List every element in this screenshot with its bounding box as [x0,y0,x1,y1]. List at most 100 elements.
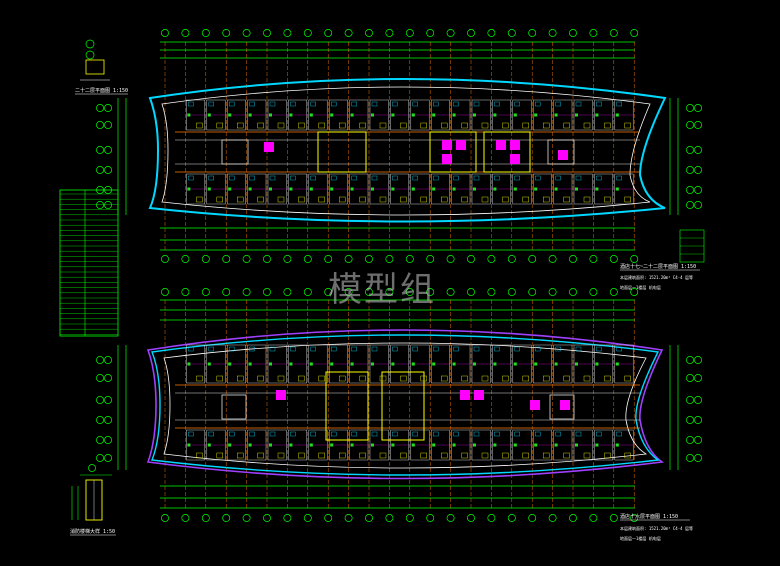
upper-bottom-axis-bubble [528,255,537,263]
upper-bottom-axis-bubble [365,255,373,263]
lower-bottom-axis-bubble [548,514,557,522]
upper-axis-bubbles-top [161,29,639,37]
lower-top-axis-bubble [405,288,414,296]
upper-top-axis-bubble [181,29,190,37]
upper-top-axis-bubble [446,29,455,37]
lower-bottom-axis-bubble [426,514,435,522]
upper-bottom-axis-bubble [161,255,169,263]
upper-side-bubble [694,186,702,194]
upper-top-axis-bubble [467,29,475,37]
upper-bottom-axis-bubble [507,255,516,263]
lower-top-axis-bubble [426,288,435,296]
lower-side-bubble [96,396,104,404]
upper-side-bubble [96,166,104,174]
lower-top-axis-bubble [283,288,292,296]
stair-detail: 消防楼梯大样 1:50 [70,464,116,536]
lower-bottom-axis-bubble [569,514,577,522]
lower-core-blocks [221,371,575,441]
lower-bottom-axis-bubble [324,514,333,522]
upper-side-bubble [96,201,104,209]
upper-side-bubble [686,166,694,174]
lower-side-bubble [104,396,112,404]
lower-bottom-axis-bubble [344,514,353,522]
upper-top-axis-bubble [303,29,312,37]
upper-side-bubble [104,121,112,129]
upper-bottom-axis-bubble [548,255,557,263]
lower-bottom-axis-bubble [283,514,292,522]
lower-area-note: 本层建筑面积: 1521.20m² C4-4 层等 [620,525,693,531]
lower-side-bubble [686,416,694,424]
upper-bottom-axis-bubble [222,255,231,263]
lower-side-bubble [694,416,702,424]
upper-bottom-axis-bubble [630,255,639,263]
lower-side-bubble [694,454,702,462]
lower-bottom-axis-bubble [242,514,251,522]
upper-bottom-axis-bubble [385,255,394,263]
lower-side-bubble [686,356,694,364]
lower-bottom-axis-bubble [385,514,394,522]
upper-bottom-axis-bubble [263,255,271,263]
upper-bottom-axis-bubble [467,255,475,263]
lower-top-axis-bubble [507,288,516,296]
upper-top-axis-bubble [344,29,353,37]
lower-bottom-axis-bubble [263,514,271,522]
upper-top-axis-bubble [426,29,435,37]
upper-right-title: 酒店十七~二十二层平面图 1:150 [620,263,696,270]
lower-side-bubble [104,356,112,364]
lower-building-outline [151,334,660,476]
lower-side-bubble [694,374,702,382]
upper-top-axis-bubble [487,29,496,37]
upper-bottom-axis-bubble [589,255,598,263]
upper-side-bubble [694,121,702,129]
upper-bottom-axis-bubble [426,255,435,263]
lower-top-axis-bubble [446,288,455,296]
lower-side-bubble [694,356,702,364]
upper-bottom-axis-bubble [405,255,414,263]
upper-bottom-axis-bubble [609,255,618,263]
lower-side-bubble [104,374,112,382]
upper-legend [679,229,705,263]
upper-top-axis-bubble [589,29,598,37]
lower-top-axis-bubble [467,288,475,296]
upper-top-axis-bubble [507,29,516,37]
upper-side-bubble [96,104,104,112]
lower-bottom-axis-bubble [528,514,537,522]
lower-bottom-axis-bubble [446,514,455,522]
lower-axis-bubbles-bottom [161,514,639,522]
upper-side-bubble [686,186,694,194]
lower-side-bubble [96,436,104,444]
lower-bottom-axis-bubble [630,514,639,522]
lower-side-axis-bubbles [96,356,702,462]
lower-bottom-axis-bubble [487,514,496,522]
lower-grid-lines [164,300,635,508]
lower-top-axis-bubble [242,288,251,296]
lower-top-axis-bubble [161,288,169,296]
lower-side-bubble [694,436,702,444]
upper-side-bubble [686,146,694,154]
upper-bottom-axis-bubble [181,255,190,263]
upper-building-outline [148,78,667,223]
lower-side-bubble [104,436,112,444]
lower-side-dimensions [117,345,679,470]
lower-top-axis-bubble [263,288,271,296]
lower-side-bubble [694,396,702,404]
upper-bottom-axis-bubble [487,255,496,263]
lower-top-axis-bubble [548,288,557,296]
lower-top-axis-bubble [303,288,312,296]
upper-top-axis-bubble [609,29,618,37]
lower-top-axis-bubble [528,288,537,296]
upper-side-bubble [694,166,702,174]
upper-floor-plan: 二十二层平面图 1:150 酒店十七~二十二层平面图 1:150 本层建筑面积:… [75,29,705,290]
lower-bottom-axis-bubble [181,514,190,522]
lower-top-axis-bubble [181,288,190,296]
lower-bottom-axis-bubble [222,514,231,522]
upper-axis-bubbles-bottom [161,255,639,263]
upper-bottom-dimensions [160,227,635,251]
upper-top-axis-bubble [242,29,251,37]
upper-top-axis-bubble [385,29,394,37]
upper-top-axis-bubble [630,29,639,37]
upper-side-bubble [694,201,702,209]
lower-bottom-axis-bubble [201,514,210,522]
upper-guest-rooms [186,99,634,205]
